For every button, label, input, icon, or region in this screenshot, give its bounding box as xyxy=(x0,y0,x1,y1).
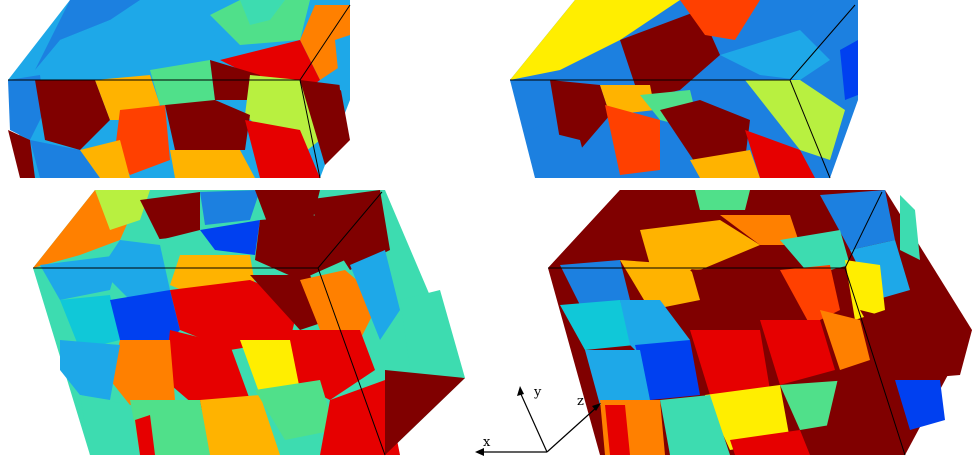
z-axis-arrow-icon xyxy=(592,403,601,411)
microstructure-bottom-left xyxy=(33,190,465,456)
x-axis-label: x xyxy=(483,435,491,450)
microstructure-top-left xyxy=(8,0,351,179)
coordinate-axes: y z x xyxy=(475,385,601,456)
x-axis-arrow-icon xyxy=(475,448,484,456)
y-axis-label: y xyxy=(533,385,542,400)
z-axis-label: z xyxy=(577,394,584,409)
z-axis-line xyxy=(546,406,598,453)
y-axis-line xyxy=(519,391,548,453)
microstructure-top-right xyxy=(510,0,858,179)
microstructure-bottom-right xyxy=(548,190,972,456)
y-axis-arrow-icon xyxy=(517,386,524,396)
